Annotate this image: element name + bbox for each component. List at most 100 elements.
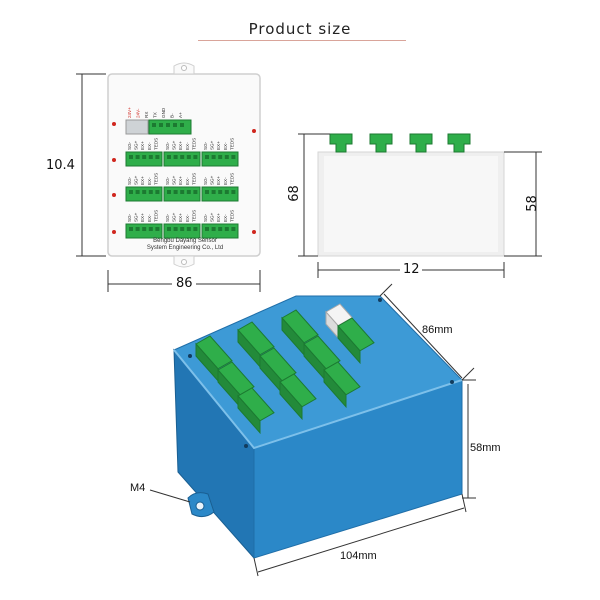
- iso-terminal-blocks: [195, 303, 375, 435]
- terminal-label: EX-: [185, 214, 190, 222]
- terminal-label: SG+: [172, 140, 177, 150]
- terminal-pin: [186, 227, 191, 231]
- terminal-pin: [167, 227, 171, 231]
- terminal-label: SG-: [165, 176, 170, 185]
- iso-terminal-block: [303, 335, 341, 383]
- terminal-label: TEDS: [153, 210, 158, 222]
- terminal-label: EX-: [147, 214, 152, 222]
- iso-terminal-block: [323, 361, 361, 409]
- terminal-pin: [224, 190, 229, 194]
- terminal-label: EX+: [140, 141, 145, 150]
- side-view-terminals: [329, 133, 471, 153]
- terminal-label: EX-: [147, 177, 152, 185]
- terminal-pin: [142, 155, 147, 159]
- terminal-label: EX+: [178, 176, 183, 185]
- terminal-pin: [205, 227, 209, 231]
- company-name-line2: System Engineering Co., Ltd: [146, 245, 224, 251]
- page-title: Product size: [248, 20, 352, 38]
- terminal-pin: [173, 227, 178, 231]
- terminal-label: SG-: [165, 141, 170, 150]
- title-underline: [198, 40, 406, 41]
- iso-terminal-block: [279, 373, 317, 421]
- top-view-dimensions: [76, 73, 261, 292]
- terminal-label: EX+: [216, 176, 221, 185]
- terminal-label: RX: [144, 112, 149, 118]
- terminal-pin: [148, 227, 153, 231]
- terminal-label: B-: [170, 113, 175, 118]
- terminal-pin: [211, 227, 216, 231]
- terminal-label: TEDS: [191, 173, 196, 185]
- iso-depth-label: 86mm: [422, 324, 453, 336]
- terminal-pin: [167, 190, 171, 194]
- terminal-pin: [224, 155, 229, 159]
- channel-connectors: [125, 151, 239, 239]
- terminal-label: SG+: [134, 175, 139, 185]
- terminal-label: GND: [161, 107, 166, 118]
- terminal-label: SG-: [127, 213, 132, 222]
- terminal-pin: [180, 155, 185, 159]
- terminal-label: SG-: [165, 213, 170, 222]
- iso-length-label: 104mm: [340, 550, 377, 562]
- terminal-label: EX-: [185, 177, 190, 185]
- terminal-label: SG+: [210, 175, 215, 185]
- terminal-pin: [142, 190, 147, 194]
- terminal-pin: [173, 155, 178, 159]
- terminal-label: TEDS: [191, 210, 196, 222]
- terminal-label: SG+: [210, 140, 215, 150]
- terminal-label: EX+: [178, 141, 183, 150]
- terminal-pin: [135, 155, 140, 159]
- terminal-pin: [231, 227, 236, 231]
- terminal-label: EX+: [216, 141, 221, 150]
- iso-terminal-block: [337, 317, 375, 365]
- terminal-label: EX-: [223, 214, 228, 222]
- terminal-pin: [205, 190, 209, 194]
- terminal-pin: [155, 227, 160, 231]
- terminal-label: EX+: [216, 213, 221, 222]
- terminal-label: SG+: [134, 140, 139, 150]
- terminal-label: SG+: [172, 175, 177, 185]
- terminal-label: EX+: [140, 213, 145, 222]
- terminal-pin: [148, 190, 153, 194]
- terminal-pin: [129, 227, 133, 231]
- terminal-label: EX+: [140, 176, 145, 185]
- terminal-pin: [142, 227, 147, 231]
- terminal-label: SG-: [203, 213, 208, 222]
- terminal-pin: [231, 155, 236, 159]
- top-view-width-label: 86: [176, 276, 193, 291]
- terminal-label: TEDS: [153, 173, 158, 185]
- terminal-label: TX: [153, 112, 158, 118]
- power-connector: [125, 119, 192, 135]
- terminal-label: TEDS: [229, 138, 234, 150]
- terminal-label: EX-: [223, 177, 228, 185]
- terminal-label: TEDS: [229, 210, 234, 222]
- iso-height-label: 58mm: [470, 442, 501, 454]
- terminal-pin: [155, 155, 160, 159]
- terminal-pin: [193, 227, 198, 231]
- terminal-label: A+: [178, 112, 183, 118]
- company-name-line1: Bengbu Dayang Sensor: [153, 238, 217, 244]
- terminal-label: SG+: [134, 212, 139, 222]
- terminal-label: SG-: [127, 141, 132, 150]
- terminal-label: EX-: [185, 142, 190, 150]
- terminal-label: 24V-: [136, 108, 141, 118]
- terminal-label: 24V+: [127, 107, 132, 118]
- terminal-pin: [193, 190, 198, 194]
- terminal-pin: [155, 190, 160, 194]
- terminal-pin: [129, 190, 133, 194]
- terminal-pin: [180, 190, 185, 194]
- side-view-body: [317, 151, 505, 257]
- terminal-pin: [135, 190, 140, 194]
- terminal-label: SG+: [172, 212, 177, 222]
- terminal-pin: [148, 155, 153, 159]
- terminal-pin: [211, 155, 216, 159]
- terminal-pin: [173, 190, 178, 194]
- side-view-width-label: 12: [403, 262, 420, 277]
- terminal-pin: [218, 227, 223, 231]
- top-view-height-label: 10.4: [46, 158, 75, 173]
- terminal-label: SG-: [203, 141, 208, 150]
- side-view-dimensions: [298, 133, 542, 278]
- terminal-label: TEDS: [191, 138, 196, 150]
